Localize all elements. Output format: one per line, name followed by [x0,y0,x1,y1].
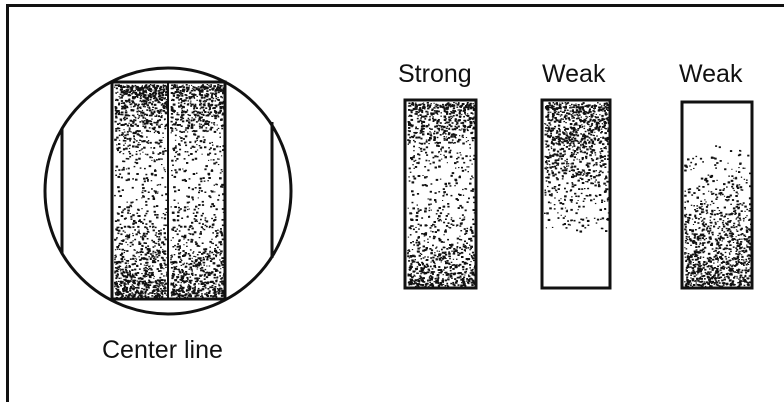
magnifier-circle [43,66,293,316]
weak-top-pattern-rect [540,98,612,290]
weak-bottom-pattern-stipple [684,145,753,288]
figure-border [6,4,784,402]
strong-pattern-stipple [407,102,476,288]
weak-label-1: Weak [542,60,606,88]
center-line-label: Center line [102,336,223,364]
strong-label: Strong [398,60,472,88]
weak-top-pattern-stipple [544,102,611,233]
weak-label-2: Weak [679,60,743,88]
weak-bottom-pattern-rect [680,100,754,290]
center-pattern-stipple [114,84,225,299]
strong-pattern-rect [403,98,478,290]
